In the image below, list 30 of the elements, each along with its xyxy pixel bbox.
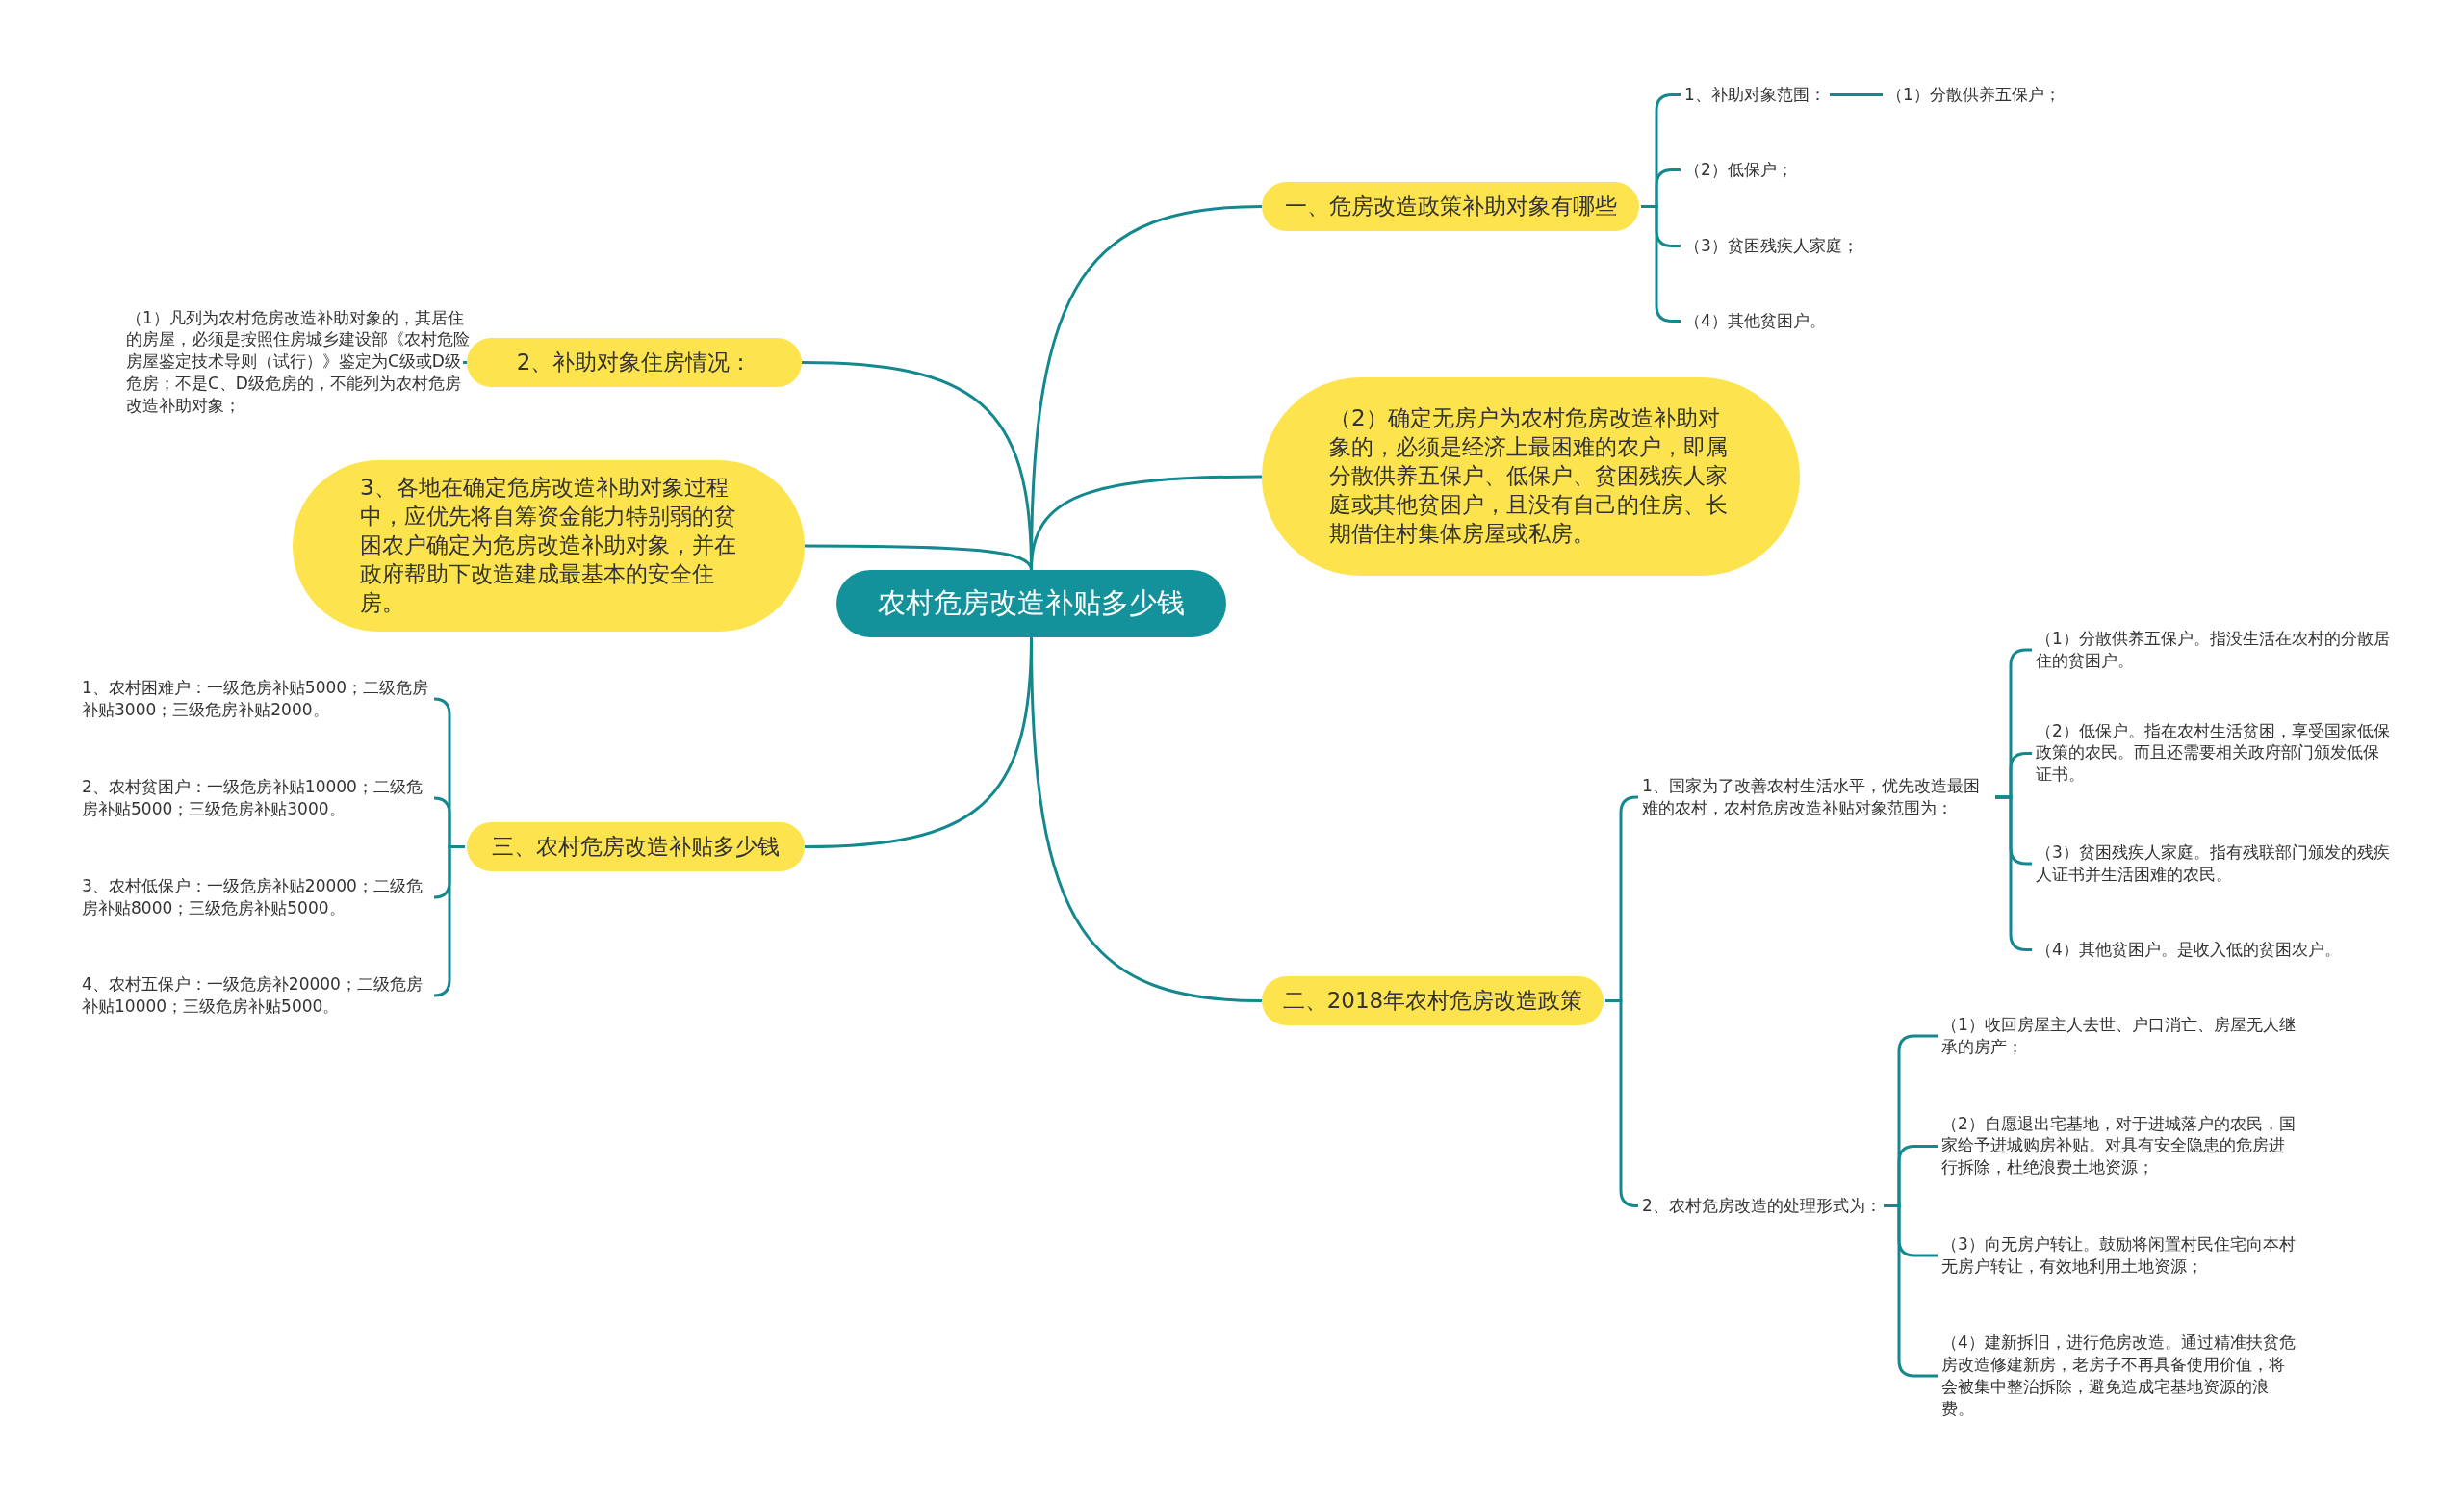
subtopic-text: （3）贫困残疾人家庭； bbox=[1684, 234, 1859, 257]
subtopic-text: （2）低保户； bbox=[1684, 158, 1793, 181]
subtopic-text: （1）分散供养五保户； bbox=[1886, 83, 2061, 106]
subtopic-text: 1、国家为了改善农村生活水平，优先改造最困难的农村，农村危房改造补贴对象范围为： bbox=[1642, 775, 1993, 819]
subtopic-text: （1）收回房屋主人去世、户口消亡、房屋无人继承的房产； bbox=[1941, 1014, 2297, 1058]
central-topic: 农村危房改造补贴多少钱 bbox=[836, 570, 1226, 637]
topic-bubble: 三、农村危房改造补贴多少钱 bbox=[467, 822, 805, 871]
subtopic-text: 3、农村低保户：一级危房补贴20000；二级危房补贴8000；三级危房补贴5000。 bbox=[82, 875, 430, 919]
connector-line bbox=[804, 636, 1033, 848]
connector-line bbox=[1884, 1204, 1938, 1378]
subtopic-text: （3）向无房户转让。鼓励将闲置村民住宅向本村无房户转让，有效地利用土地资源； bbox=[1941, 1233, 2297, 1278]
subtopic-text: （1）分散供养五保户。指没生活在农村的分散居住的贫困户。 bbox=[2036, 628, 2392, 672]
topic-bubble: 一、危房改造政策补助对象有哪些 bbox=[1262, 182, 1639, 231]
subtopic-text: 4、农村五保户：一级危房补20000；二级危房补贴10000；三级危房补贴5000。 bbox=[82, 973, 430, 1018]
subtopic-text: 1、补助对象范围： bbox=[1684, 83, 1826, 106]
subtopic-text: 2、农村危房改造的处理形式为： bbox=[1642, 1194, 1882, 1217]
connector-line bbox=[1830, 93, 1883, 96]
subtopic-text: （4）其他贫困户。是收入低的贫困农户。 bbox=[2036, 938, 2341, 961]
subtopic-text: （3）贫困残疾人家庭。指有残联部门颁发的残疾人证书并生活困难的农民。 bbox=[2036, 841, 2392, 886]
topic-bubble: 二、2018年农村危房改造政策 bbox=[1262, 976, 1604, 1025]
connector-line bbox=[801, 361, 1033, 571]
subtopic-text: （4）其他贫困户。 bbox=[1684, 309, 1826, 332]
topic-bubble: 3、各地在确定危房改造补助对象过程中，应优先将自筹资金能力特别弱的贫困农户确定为危房改造补助对象，并在政府帮助下改造建成最基本的安全住房。 bbox=[293, 460, 805, 632]
subtopic-text: （2）自愿退出宅基地，对于进城落户的农民，国家给予进城购房补贴。对具有安全隐患的危房进行拆除，杜绝浪费土地资源； bbox=[1941, 1112, 2297, 1179]
subtopic-text: 1、农村困难户：一级危房补贴5000；二级危房补贴3000；三级危房补贴2000。 bbox=[82, 677, 430, 721]
connector-line bbox=[805, 544, 1033, 571]
topic-bubble: （2）确定无房户为农村危房改造补助对象的，必须是经济上最困难的农户，即属分散供养五保户、低保户、贫困残疾人家庭或其他贫困户，且没有自己的住房、长期借住村集体房屋或私房。 bbox=[1262, 377, 1800, 576]
subtopic-text: （4）建新拆旧，进行危房改造。通过精准扶贫危房改造修建新房，老房子不再具备使用价值，将会被集中整治拆除，避免造成宅基地资源的浪费。 bbox=[1941, 1332, 2297, 1420]
subtopic-text: （2）低保户。指在农村生活贫困，享受国家低保政策的农民。而且还需要相关政府部门颁发低保证书。 bbox=[2036, 719, 2392, 787]
subtopic-text: 2、农村贫困户：一级危房补贴10000；二级危房补贴5000；三级危房补贴3000。 bbox=[82, 776, 430, 820]
